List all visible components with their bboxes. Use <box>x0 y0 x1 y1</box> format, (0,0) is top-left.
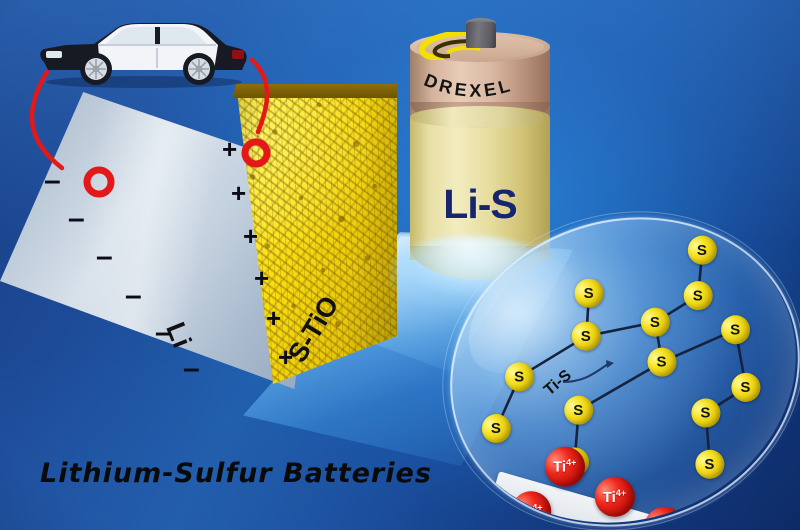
background-vignette <box>0 0 800 530</box>
figure-canvas: Li S-TiO ––––––++++++ <box>0 0 800 530</box>
